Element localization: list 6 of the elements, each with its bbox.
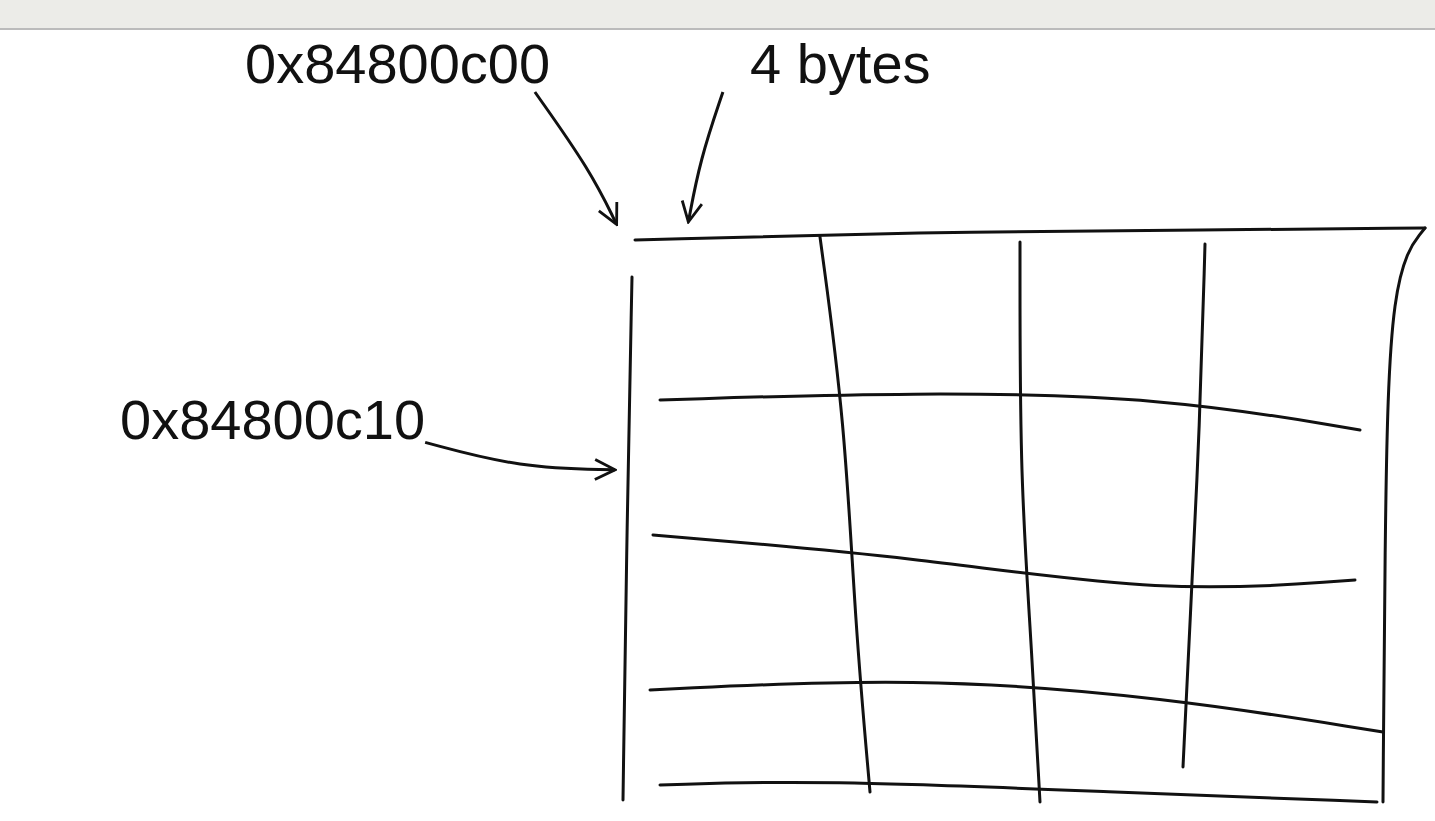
address-label: 0x84800c00: [245, 36, 551, 92]
arrow: [680, 91, 725, 224]
arrow: [533, 91, 619, 226]
arrow: [424, 440, 617, 481]
window-title-bar: [0, 0, 1435, 30]
address-label: 0x84800c10: [120, 392, 426, 448]
